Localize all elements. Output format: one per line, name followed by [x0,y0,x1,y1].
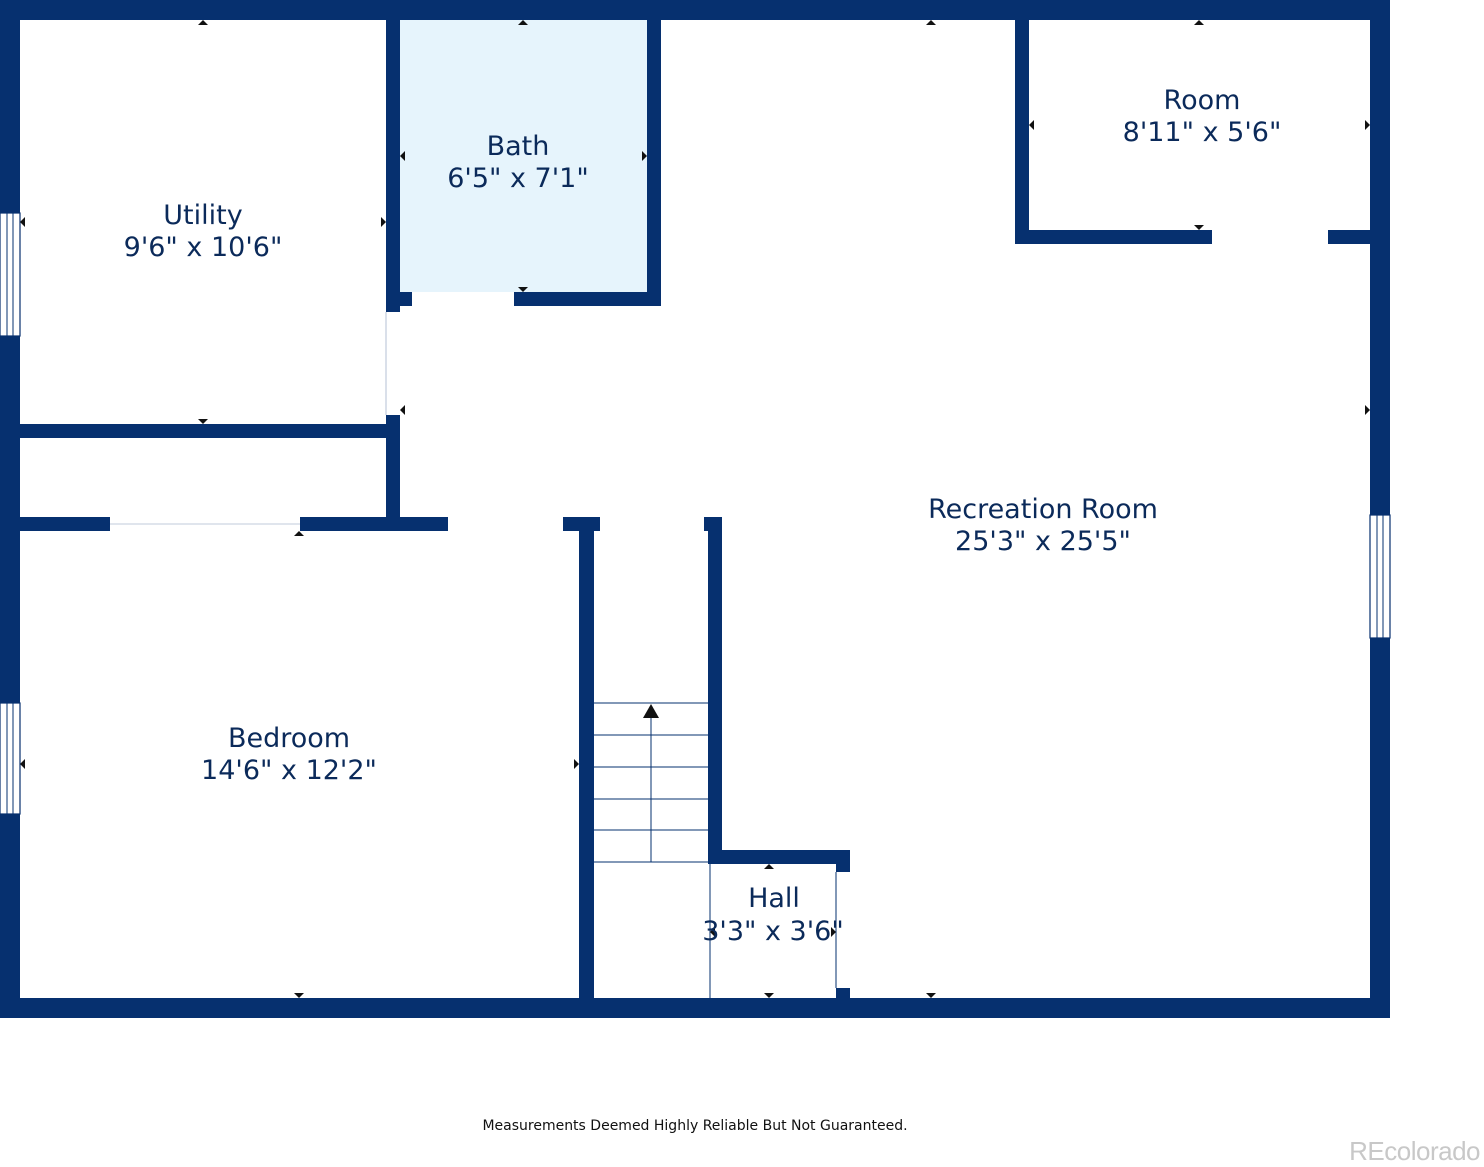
recreation-room-dims: 25'3" x 25'5" [955,526,1131,557]
measurement-disclaimer: Measurements Deemed Highly Reliable But … [482,1118,908,1134]
window-utility [0,212,21,337]
room-dims: 8'11" x 5'6" [1123,117,1282,148]
stair-arrow-icon [643,704,659,718]
window-bedroom [0,702,21,815]
hall-dims: 3'3" x 3'6" [702,916,844,947]
dimension-markers [20,20,1370,998]
interior-walls [20,20,1370,998]
utility-label: Utility [163,200,242,231]
hall-label: Hall [748,883,800,914]
bath-dims: 6'5" x 7'1" [447,163,589,194]
exterior-walls [0,0,1390,1018]
staircase [594,702,837,998]
bath-label: Bath [487,131,550,162]
room-label: Room [1164,85,1241,116]
brand-watermark: REcolorado [1349,1136,1480,1166]
windows [0,212,1391,815]
bedroom-label: Bedroom [228,723,350,754]
utility-dims: 9'6" x 10'6" [124,232,283,263]
openings [110,230,1328,531]
bath-fill [400,20,647,295]
window-recreation [1369,514,1391,639]
room-labels: Utility 9'6" x 10'6" Bath 6'5" x 7'1" Ro… [124,85,1282,947]
recreation-room-label: Recreation Room [928,494,1158,525]
bedroom-dims: 14'6" x 12'2" [201,755,377,786]
